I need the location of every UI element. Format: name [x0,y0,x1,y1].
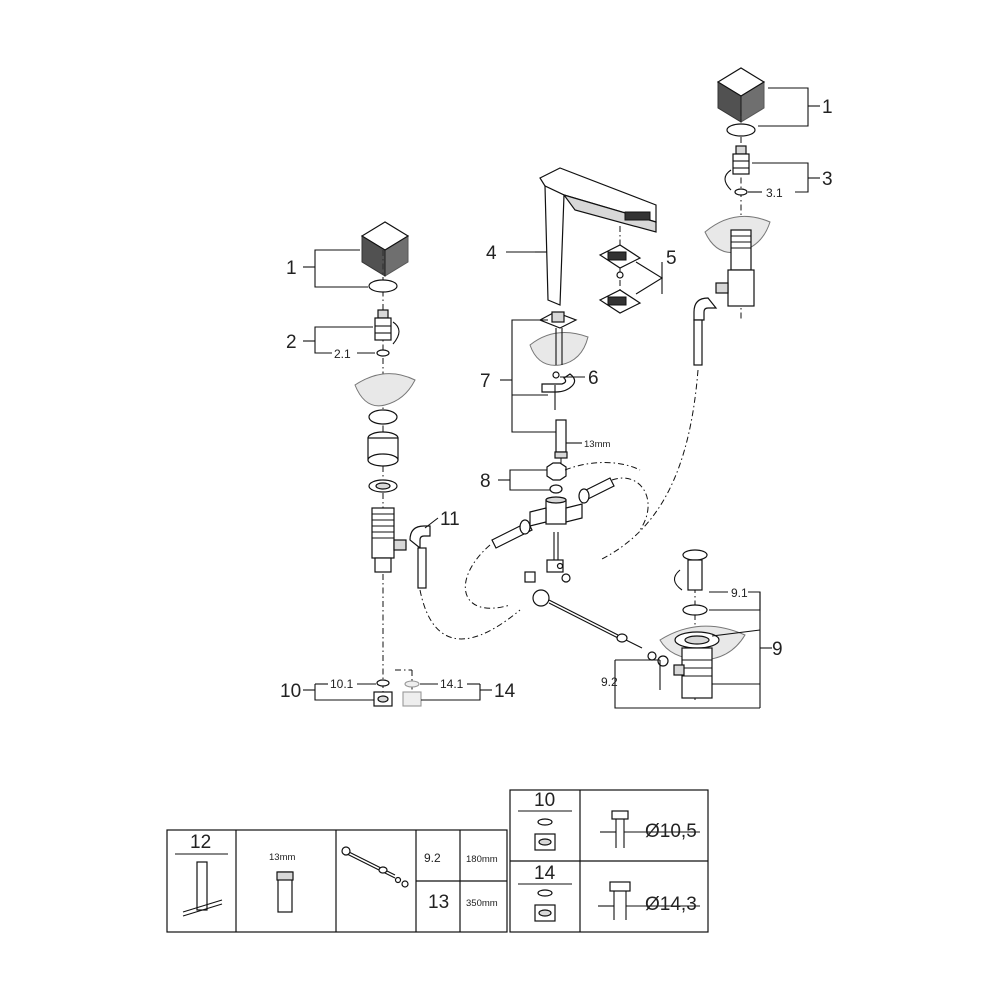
callout-leaders [303,87,820,709]
left-cartridge [374,309,400,345]
left-elbow-hose [409,525,431,589]
label-1-left: 1 [286,258,297,279]
pivot-rod-icon [341,846,409,888]
waste-body [673,631,720,699]
table-dia-10: Ø10,5 [645,821,697,842]
left-handle-cube [360,221,410,277]
label-4: 4 [486,243,497,264]
table-label-14: 14 [534,863,556,884]
pivot-rod [532,589,643,649]
label-7: 7 [480,371,491,392]
hose-right [578,477,615,504]
table-label-10: 10 [534,790,555,811]
hose-left [491,519,533,549]
label-10-1: 10.1 [330,677,354,691]
table-row1-id: 9.2 [424,851,441,865]
label-2-1: 2.1 [334,347,351,361]
wrench-tool-icon [182,861,223,917]
socket-icon [276,871,294,913]
right-valve-assembly [599,67,771,561]
nut-10 [373,691,393,707]
left-sleeve [367,431,399,467]
table-label-12: 12 [190,832,211,853]
right-valve-body [715,229,755,307]
label-5: 5 [666,248,677,269]
lift-rod-link [524,559,571,583]
left-valve-body [371,507,407,573]
aerator-clip [598,244,642,279]
label-13mm: 13mm [584,439,610,450]
label-14: 14 [494,681,516,702]
tee-connector [529,496,583,527]
label-1-right: 1 [822,97,833,118]
left-valve-assembly [354,221,431,707]
label-3: 3 [822,169,833,190]
label-6: 6 [588,368,599,389]
spout-assembly [419,167,669,667]
aerator-plate [598,289,642,314]
table-row2-length: 350mm [466,898,498,909]
label-10: 10 [280,681,301,702]
callout-labels: 1 2 2.1 1 3 3.1 4 5 6 7 13mm 8 11 10 10.… [280,97,833,702]
right-cartridge [724,145,750,191]
label-2: 2 [286,332,297,353]
right-elbow-hose [693,297,718,366]
waste-plug [673,549,708,591]
label-11: 11 [440,509,460,530]
label-9-2: 9.2 [601,675,618,689]
fixing-horseshoe [541,373,576,410]
spout-body [535,167,657,306]
spare-parts-table: 12 13mm 9.2 180mm 13 350mm 10 [166,789,709,933]
table-dia-14: Ø14,3 [645,894,697,915]
pop-up-waste [659,549,746,700]
right-handle-cube [716,67,766,123]
table-row1-length: 180mm [466,854,498,865]
label-14-1: 14.1 [440,677,464,691]
fixing-stud [554,419,568,459]
label-9: 9 [772,639,783,660]
dimension-10-icon [600,810,700,848]
label-9-1: 9.1 [731,586,748,600]
table-row2-id: 13 [428,892,449,913]
dimension-14-icon [598,881,700,920]
label-3-1: 3.1 [766,186,783,200]
label-8: 8 [480,471,491,492]
table-socket-size: 13mm [269,852,295,863]
